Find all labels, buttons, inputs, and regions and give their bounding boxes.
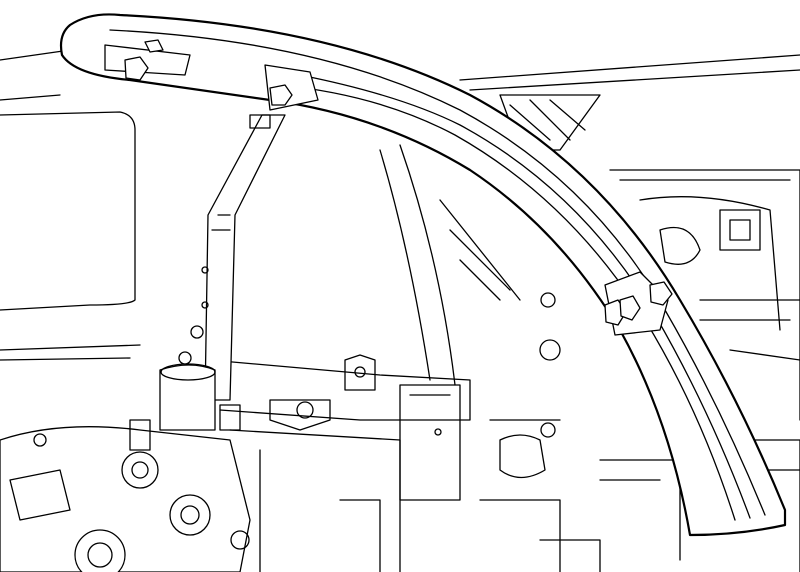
- lower-assembly: [0, 363, 251, 572]
- background-structure: [0, 49, 800, 572]
- side-mount-nuts: [604, 271, 673, 336]
- support-bracket-arm: [178, 114, 286, 401]
- upper-mount-nuts: [124, 39, 319, 111]
